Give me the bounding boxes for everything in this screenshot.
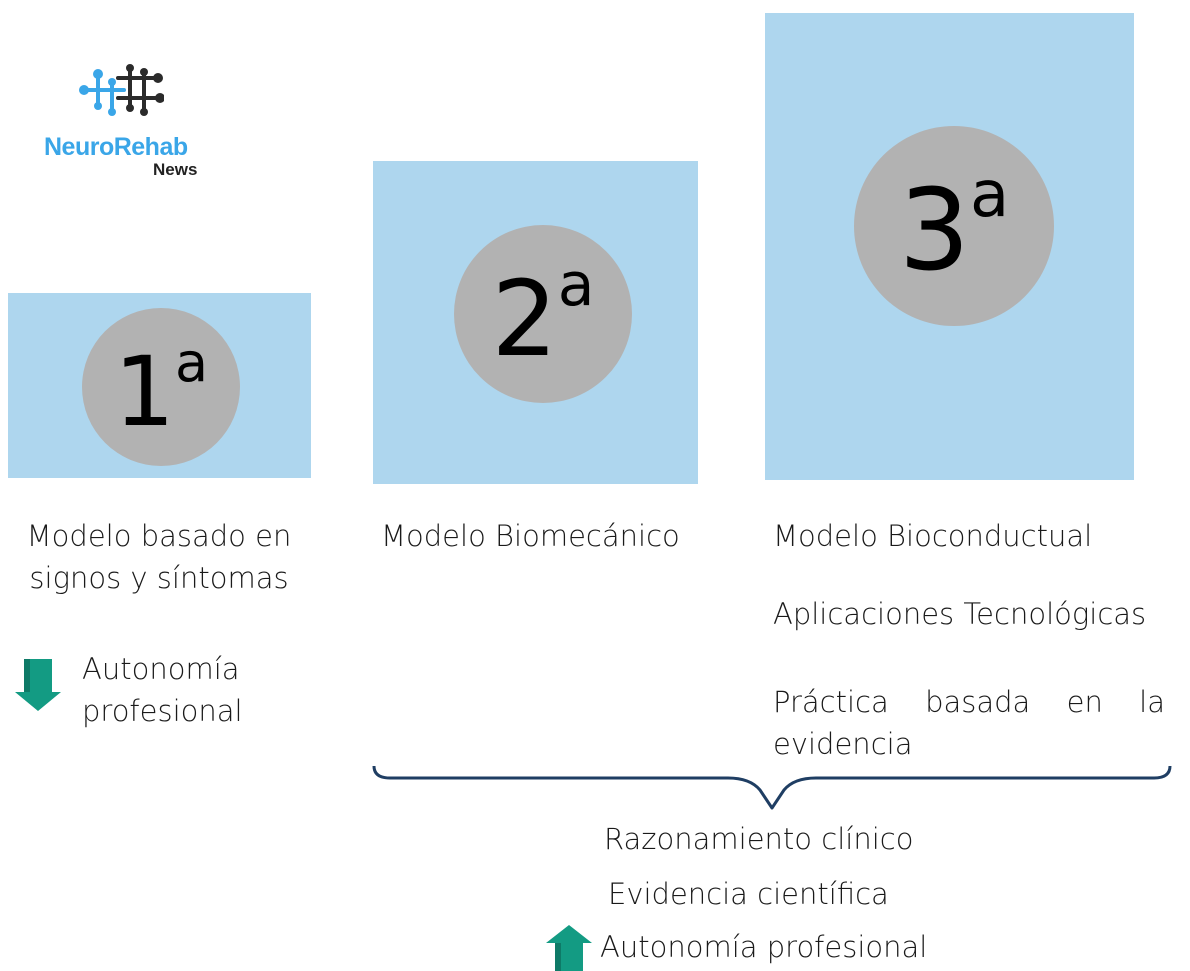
autonomy-low-line-1: Autonomía [82,652,240,686]
stage-3-number: 3a [898,158,1010,296]
logo-subtitle: News [153,160,198,179]
scientific-evidence-label: Evidencia científica [608,877,889,911]
neurorehab-logo-icon [78,64,165,116]
evidence-based-practice-label: Práctica basada en la [773,685,1165,719]
logo-name: NeuroRehab [44,133,188,161]
autonomy-low-label: Autonomía profesional [82,648,243,732]
autonomy-high-label: Autonomía profesional [600,930,928,964]
stage-2-label: Modelo Biomecánico [381,519,680,553]
stage-2-number: 2a [491,250,595,380]
stage-3-label: Modelo Bioconductual [773,519,1093,553]
clinical-reasoning-label: Razonamiento clínico [604,822,914,856]
stage-1-label-line-1: Modelo basado en [26,519,292,553]
stage-3-badge: 3a [854,126,1054,326]
stage-1-badge: 1a [82,308,240,466]
arrow-up-icon [546,925,592,971]
stage-2-badge: 2a [454,225,632,403]
arrow-down-icon [15,659,61,711]
stage-1-label-line-2: signos y síntomas [29,561,289,595]
curly-brace-shape [370,762,1174,818]
stage-1-label: Modelo basado en signos y síntomas [6,515,312,599]
evidence-based-practice-label-line-2: evidencia [773,727,913,761]
autonomy-low-line-2: profesional [82,694,243,728]
stage-1-number: 1a [113,331,209,448]
technological-applications-label: Aplicaciones Tecnológicas [773,597,1147,631]
